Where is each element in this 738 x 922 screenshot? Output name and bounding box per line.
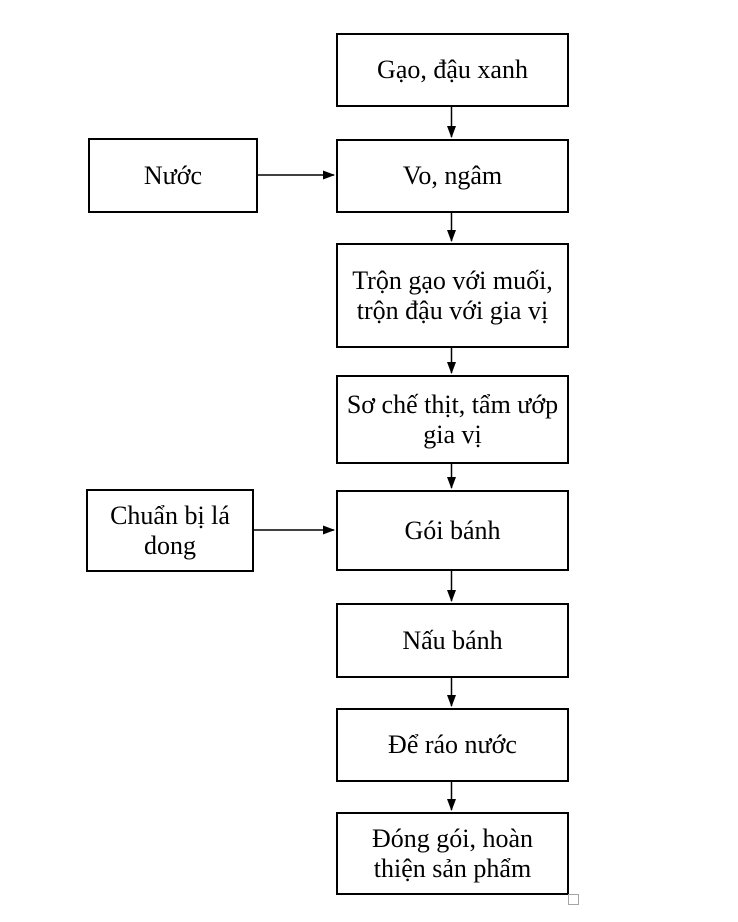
node-nau-banh: Nấu bánh bbox=[336, 603, 569, 678]
node-gao-dau-xanh: Gạo, đậu xanh bbox=[336, 33, 569, 107]
selection-handle bbox=[568, 894, 579, 905]
node-chuan-bi-la-dong: Chuẩn bị lá dong bbox=[86, 489, 254, 572]
node-so-che-thit: Sơ chế thịt, tẩm ướp gia vị bbox=[336, 375, 569, 464]
node-dong-goi-hoan-thien: Đóng gói, hoàn thiện sản phẩm bbox=[336, 812, 569, 895]
node-tron-gao-voi-muoi: Trộn gạo với muối, trộn đậu với gia vị bbox=[336, 243, 569, 348]
node-nuoc: Nước bbox=[88, 138, 258, 213]
node-vo-ngam: Vo, ngâm bbox=[336, 139, 569, 213]
node-goi-banh: Gói bánh bbox=[336, 490, 569, 571]
node-de-rao-nuoc: Để ráo nước bbox=[336, 708, 569, 782]
